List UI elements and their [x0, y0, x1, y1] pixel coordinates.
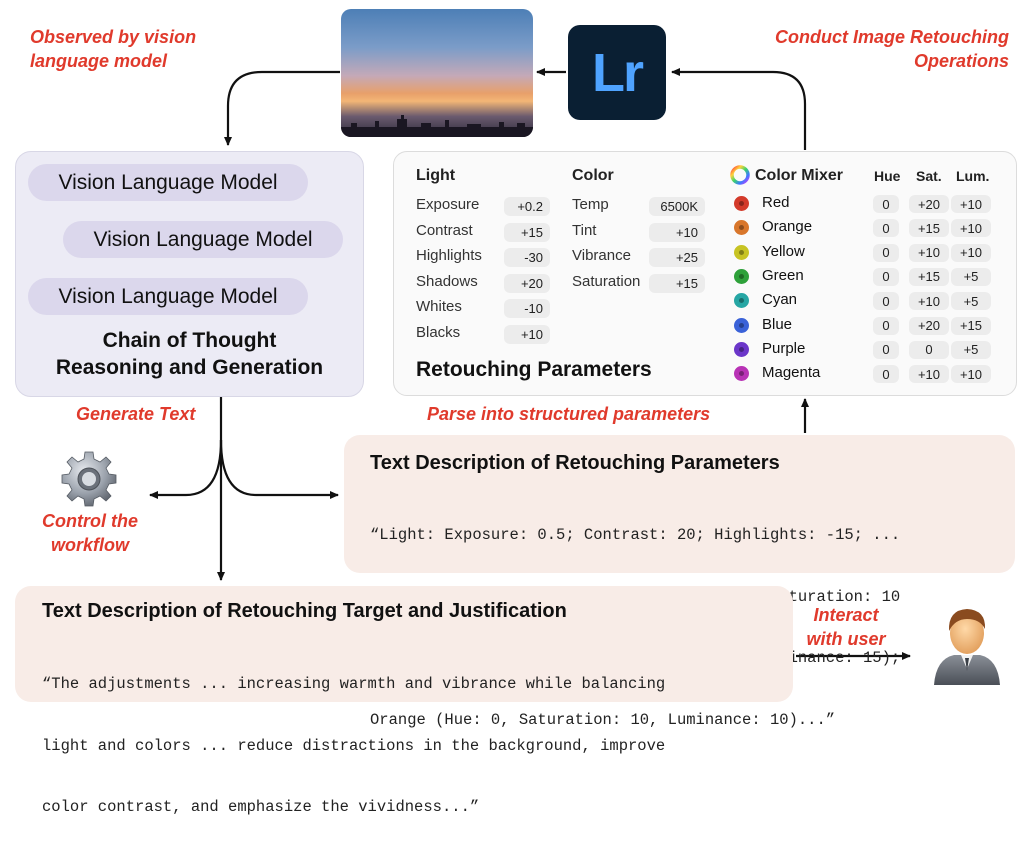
description-title: Text Description of Retouching Parameter…: [370, 452, 780, 474]
swatch-red-icon: [734, 196, 749, 211]
mixer-cyan-sat[interactable]: +10: [909, 292, 949, 311]
retouching-parameters-title: Retouching Parameters: [416, 358, 652, 381]
mixer-label-orange: Orange: [762, 218, 813, 236]
light-label-contrast: Contrast: [416, 221, 473, 239]
label-generate-text: Generate Text: [76, 404, 196, 424]
mixer-magenta-sat[interactable]: +10: [909, 365, 949, 384]
mixer-blue-hue[interactable]: 0: [873, 316, 899, 335]
swatch-orange-icon: [734, 220, 749, 236]
mixer-label-cyan: Cyan: [762, 291, 798, 309]
mixer-yellow-sat[interactable]: +10: [909, 243, 949, 262]
swatch-magenta-icon: [734, 366, 749, 382]
arrow-params-to-lr: [671, 68, 807, 150]
mixer-label-magenta: Magenta: [762, 364, 821, 382]
vlm-node-3: Vision Language Model: [28, 278, 308, 315]
light-value-contrast[interactable]: +15: [504, 222, 550, 242]
label-parse: Parse into structured parameters: [427, 404, 711, 424]
mixer-green-sat[interactable]: +15: [909, 267, 949, 286]
mixer-orange-sat[interactable]: +15: [909, 219, 949, 238]
mixer-red-sat[interactable]: +20: [909, 195, 949, 213]
city-skyline: [341, 115, 533, 137]
mixer-purple-hue[interactable]: 0: [873, 340, 899, 359]
lightroom-logo: Lr: [568, 25, 666, 120]
target-text: “The adjustments ... increasing warmth a…: [42, 675, 666, 816]
swatch-purple-icon: [734, 341, 749, 357]
mixer-green-hue[interactable]: 0: [873, 267, 899, 286]
label-control: Control the workflow: [42, 511, 138, 555]
arrow-to-description: [219, 439, 339, 499]
color-value-tint[interactable]: +10: [649, 222, 705, 242]
target-title: Text Description of Retouching Target an…: [42, 600, 567, 622]
mixer-purple-lum[interactable]: +5: [951, 340, 991, 359]
mixer-yellow-hue[interactable]: 0: [873, 243, 899, 262]
mixer-col-lum: Lum.: [956, 168, 990, 184]
light-label-exposure: Exposure: [416, 196, 480, 213]
mixer-magenta-lum[interactable]: +10: [951, 365, 991, 384]
label-conduct: Conduct Image Retouching Operations: [775, 27, 1009, 71]
parameter-description-box: Text Description of Retouching Parameter…: [344, 435, 1015, 729]
vlm-node-1: Vision Language Model: [28, 164, 308, 201]
logo-text: Lr: [592, 42, 644, 103]
mixer-orange-lum[interactable]: +10: [951, 219, 991, 238]
vlm-node-2: Vision Language Model: [63, 221, 343, 258]
label-interact: Interact with user: [806, 605, 886, 649]
color-value-vibrance[interactable]: +25: [649, 248, 705, 267]
mixer-blue-sat[interactable]: +20: [909, 316, 949, 335]
mixer-red-lum[interactable]: +10: [951, 195, 991, 213]
mixer-col-hue: Hue: [874, 168, 901, 184]
color-label-tint: Tint: [572, 221, 597, 239]
user-avatar-icon: [934, 609, 1000, 685]
mixer-label-yellow: Yellow: [762, 242, 805, 260]
color-mixer-header: Color Mixer: [755, 167, 844, 184]
color-label-saturation: Saturation: [572, 272, 641, 290]
light-value-highlights[interactable]: -30: [504, 248, 550, 267]
color-label-vibrance: Vibrance: [572, 247, 631, 264]
mixer-label-blue: Blue: [762, 315, 793, 333]
gear-icon: [61, 451, 117, 507]
target-justification-box: Text Description of Retouching Target an…: [15, 586, 793, 816]
color-label-temp: Temp: [572, 196, 609, 213]
chain-of-thought-title: Chain of Thought Reasoning and Generatio…: [55, 329, 324, 379]
light-label-whites: Whites: [416, 298, 462, 315]
mixer-red-hue[interactable]: 0: [873, 195, 899, 213]
light-value-whites[interactable]: -10: [504, 299, 550, 318]
mixer-orange-hue[interactable]: 0: [873, 219, 899, 238]
mixer-col-sat: Sat.: [916, 168, 942, 184]
swatch-cyan-icon: [734, 293, 749, 309]
swatch-blue-icon: [734, 317, 749, 333]
mixer-cyan-lum[interactable]: +5: [951, 292, 991, 311]
sunset-photo: [341, 9, 533, 137]
color-value-saturation[interactable]: +15: [649, 273, 705, 293]
vlm-reasoning-box: Vision Language Model Vision Language Mo…: [15, 151, 364, 397]
mixer-cyan-hue[interactable]: 0: [873, 292, 899, 311]
swatch-yellow-icon: [734, 244, 749, 260]
swatch-green-icon: [734, 268, 749, 284]
color-value-temp[interactable]: 6500K: [649, 197, 705, 216]
mixer-blue-lum[interactable]: +15: [951, 316, 991, 335]
mixer-label-red: Red: [762, 194, 790, 211]
mixer-yellow-lum[interactable]: +10: [951, 243, 991, 262]
light-label-highlights: Highlights: [416, 247, 482, 264]
light-label-shadows: Shadows: [416, 272, 478, 290]
color-wheel-icon: [730, 165, 750, 185]
mixer-label-green: Green: [762, 266, 804, 284]
arrow-photo-to-vlm: [224, 70, 340, 146]
mixer-magenta-hue[interactable]: 0: [873, 365, 899, 384]
light-label-blacks: Blacks: [416, 323, 461, 341]
color-header: Color: [572, 167, 614, 184]
label-observed: Observed by vision language model: [30, 27, 197, 71]
mixer-label-purple: Purple: [762, 339, 806, 357]
arrow-to-gear: [149, 439, 223, 499]
mixer-green-lum[interactable]: +5: [951, 267, 991, 286]
light-value-shadows[interactable]: +20: [504, 273, 550, 293]
mixer-purple-sat[interactable]: 0: [909, 340, 949, 359]
light-header: Light: [416, 167, 456, 184]
light-value-blacks[interactable]: +10: [504, 324, 550, 344]
light-value-exposure[interactable]: +0.2: [504, 197, 550, 216]
